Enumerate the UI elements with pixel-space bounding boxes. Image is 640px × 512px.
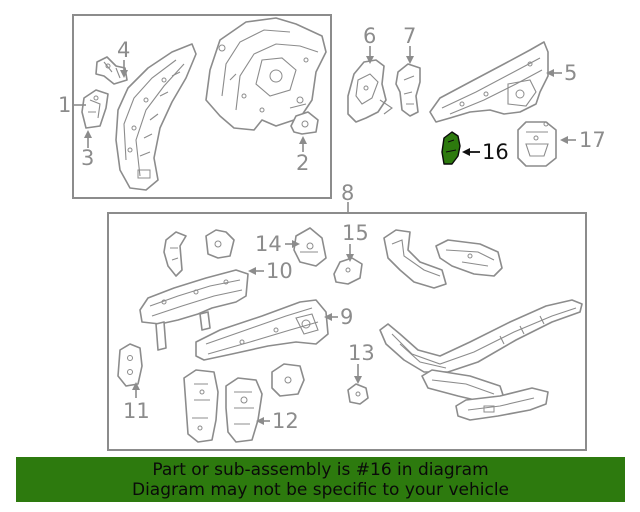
part-9 xyxy=(195,299,329,361)
banner-line-1: Part or sub-assembly is #16 in diagram xyxy=(152,460,489,480)
callout-4: 4 xyxy=(117,38,130,62)
part-1 xyxy=(115,43,197,191)
callout-17: 17 xyxy=(579,128,606,152)
callout-14: 14 xyxy=(255,232,282,256)
part-12-b xyxy=(225,377,263,443)
part-11 xyxy=(117,343,143,387)
banner-line-2: Diagram may not be specific to your vehi… xyxy=(131,480,509,500)
callout-13: 13 xyxy=(348,341,375,365)
callout-6: 6 xyxy=(363,24,376,48)
part-14 xyxy=(293,227,327,267)
callout-3: 3 xyxy=(81,146,94,170)
callout-12: 12 xyxy=(272,409,299,433)
callout-10: 10 xyxy=(266,259,293,283)
callout-7: 7 xyxy=(403,24,416,48)
rail-bracket-part xyxy=(435,239,503,277)
part-2 xyxy=(290,111,319,135)
long-rail-part xyxy=(379,299,583,373)
leader-lines xyxy=(74,46,576,425)
part-5 xyxy=(429,41,549,123)
pillar-bracket-part xyxy=(271,363,305,397)
rail-extension-part xyxy=(383,229,447,289)
bracket-part-a xyxy=(163,231,187,277)
callout-5: 5 xyxy=(564,61,577,85)
callout-1: 1 xyxy=(58,93,71,117)
part-17 xyxy=(517,121,557,167)
callout-8: 8 xyxy=(341,181,354,205)
part-10 xyxy=(139,269,249,351)
callout-15: 15 xyxy=(342,221,369,245)
info-banner: Part or sub-assembly is #16 in diagram D… xyxy=(16,457,625,502)
callout-16: 16 xyxy=(482,140,509,164)
callout-2: 2 xyxy=(296,151,309,175)
bracket-part-b xyxy=(205,229,235,259)
part-7 xyxy=(395,63,421,117)
callout-9: 9 xyxy=(340,305,353,329)
strut-tower-part xyxy=(205,17,327,131)
part-3 xyxy=(81,89,109,129)
lower-bracket-part-b xyxy=(455,387,549,421)
group-box-8 xyxy=(107,212,587,451)
part-6 xyxy=(347,59,393,123)
part-16-highlighted xyxy=(441,131,461,165)
part-12-a xyxy=(183,369,219,443)
callout-11: 11 xyxy=(123,399,150,423)
part-15 xyxy=(333,257,363,285)
group-box-1 xyxy=(72,14,332,199)
part-13 xyxy=(347,383,369,405)
part-4 xyxy=(95,56,128,85)
